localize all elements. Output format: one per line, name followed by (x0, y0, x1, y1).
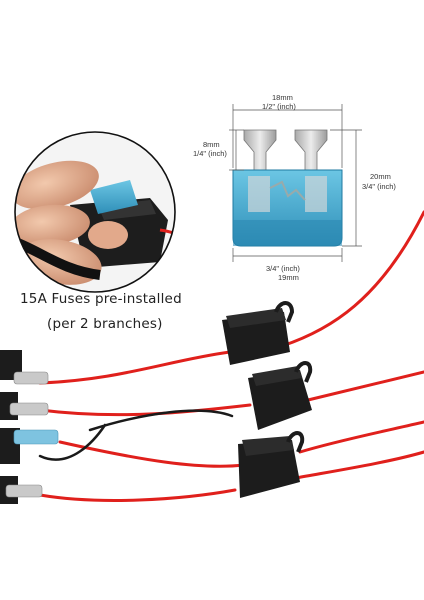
zoom-circle-border (14, 131, 176, 293)
zoom-inset (14, 131, 176, 293)
dim-width-top-inch: 1/2" (inch) (262, 102, 296, 111)
dim-width-top-mm: 18mm (272, 93, 293, 102)
inset-fuse (90, 180, 138, 214)
dim-width-bottom-mm: 19mm (278, 273, 299, 282)
dim-prong-height-mm: 8mm (203, 140, 220, 149)
fuse-holder-2 (248, 361, 313, 430)
caption-line-1: 15A Fuses pre-installed (20, 291, 182, 307)
fuse-diagram (229, 104, 362, 262)
dim-prong-height-inch: 1/4" (inch) (193, 149, 227, 158)
wire-harness (38, 210, 424, 502)
dim-height-inch: 3/4" (inch) (362, 182, 396, 191)
fuse-prong-left (243, 129, 277, 177)
fuse-holder-1 (222, 301, 295, 365)
dim-width-bottom-inch: 3/4" (inch) (266, 264, 300, 273)
fuse-prong-right (294, 129, 328, 177)
caption-line-2: (per 2 branches) (47, 316, 163, 332)
fuse-holder-3 (238, 431, 305, 498)
dim-height-mm: 20mm (370, 172, 391, 181)
terminal-connectors (0, 350, 59, 504)
